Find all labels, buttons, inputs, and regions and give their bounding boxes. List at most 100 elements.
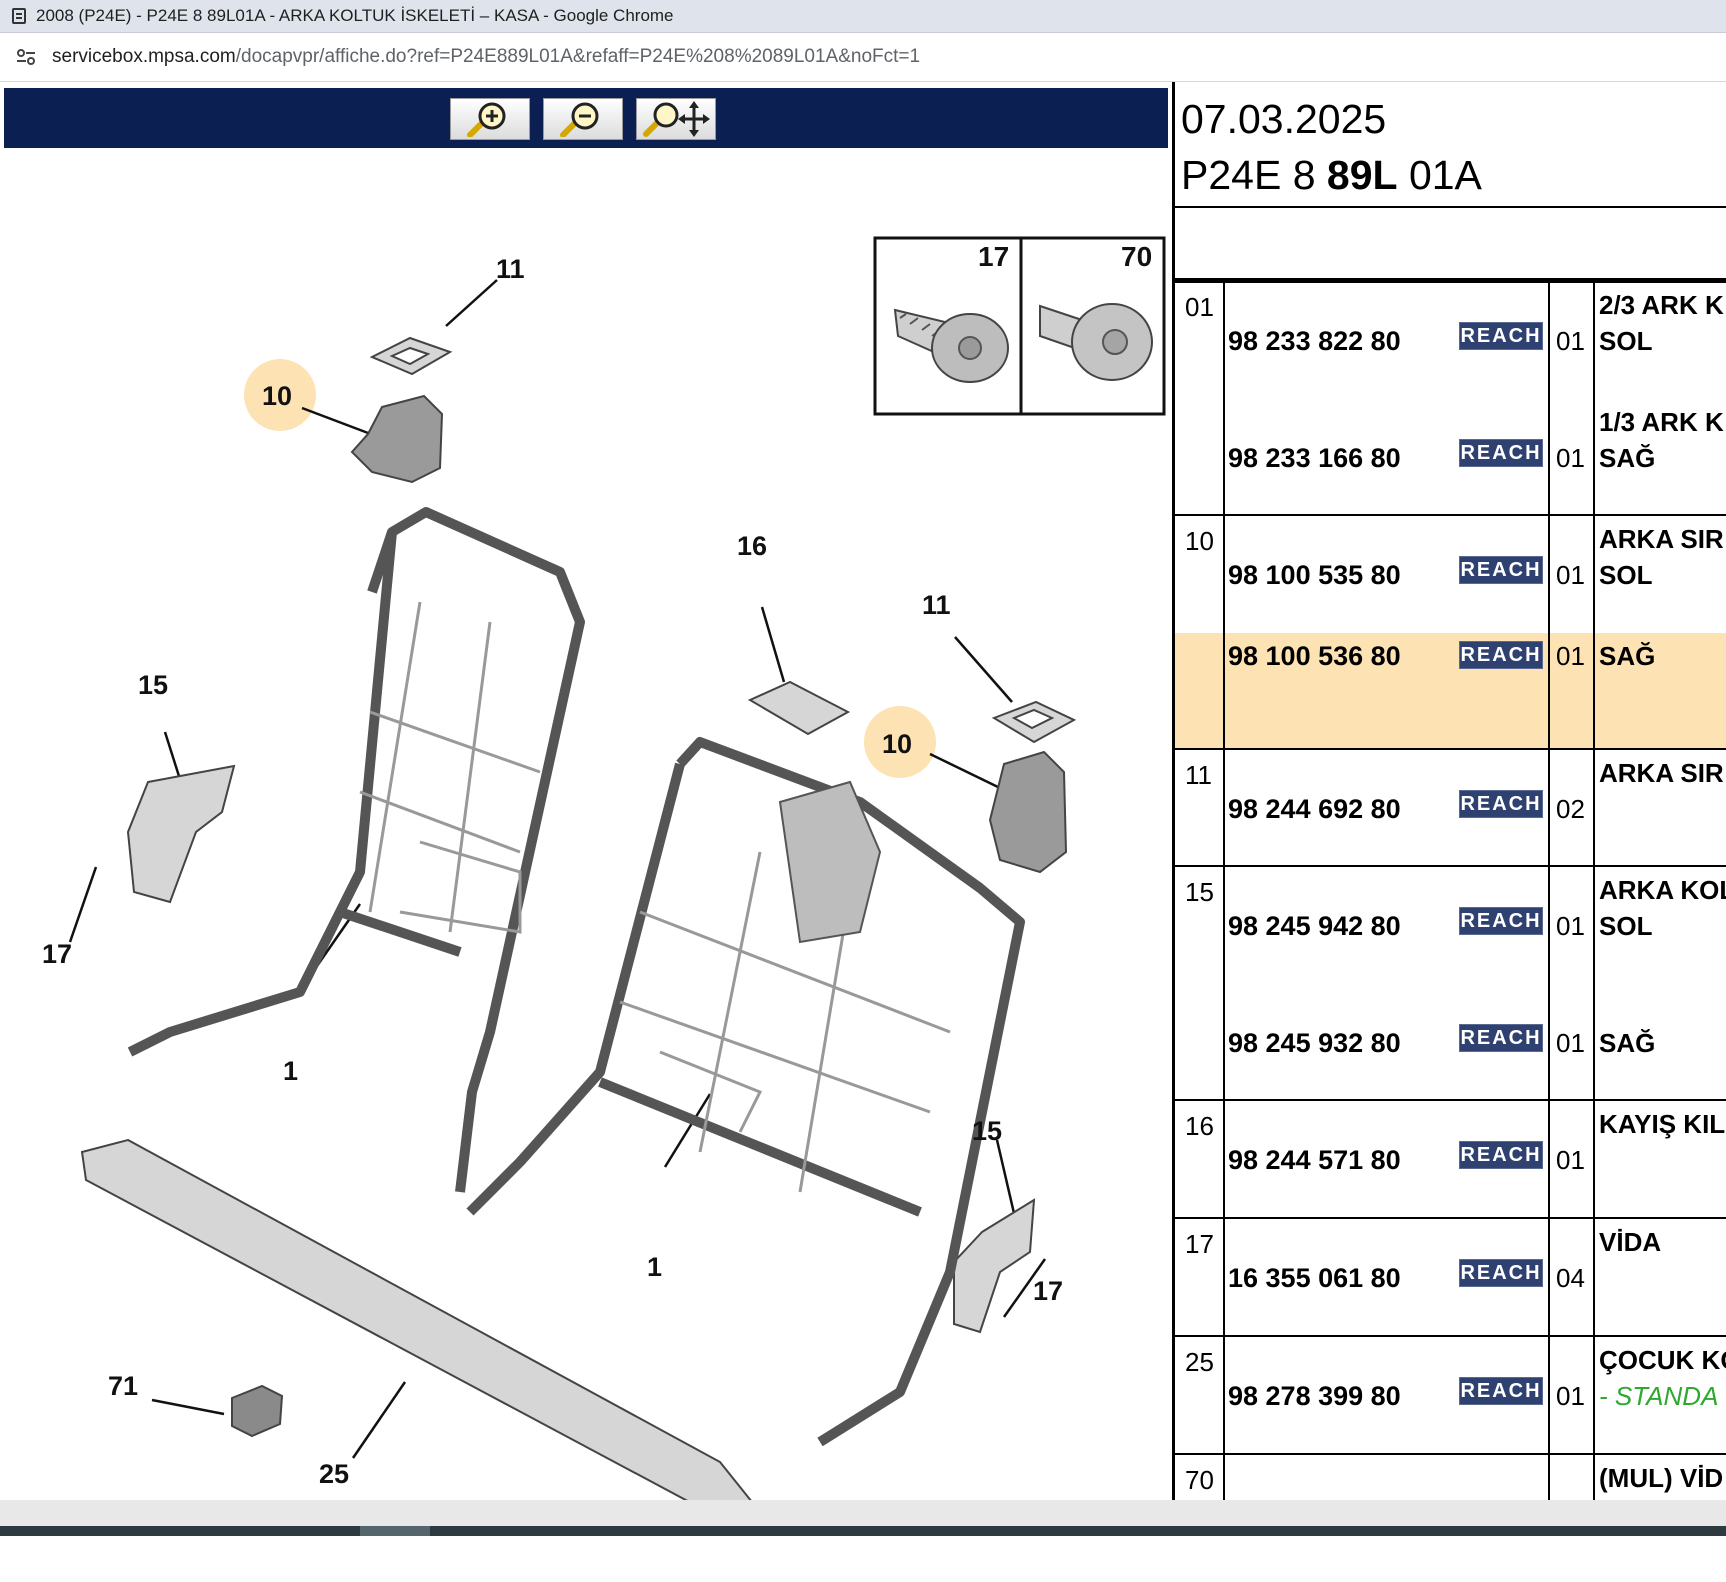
- zoom-in-button[interactable]: [450, 98, 530, 140]
- callout-10-left: 10: [262, 381, 292, 411]
- table-row[interactable]: ARKA SIR 98 100 535 80 REACH 01 SOL: [1175, 516, 1726, 633]
- part-number[interactable]: 98 278 399 80: [1228, 1381, 1401, 1411]
- part-quantity: 01: [1556, 641, 1585, 671]
- part-number[interactable]: 98 245 942 80: [1228, 911, 1401, 941]
- taskbar-item[interactable]: [360, 1526, 430, 1536]
- reach-badge[interactable]: REACH: [1459, 1377, 1543, 1405]
- url-path[interactable]: /docapvpr/affiche.do?ref=P24E889L01A&ref…: [235, 46, 921, 67]
- zoom-out-icon: [560, 102, 599, 137]
- reach-badge[interactable]: REACH: [1459, 1259, 1543, 1287]
- column-divider: [1223, 867, 1225, 1099]
- part-number[interactable]: 98 245 932 80: [1228, 1028, 1401, 1058]
- ref-prefix: P24E 8: [1181, 152, 1327, 198]
- reach-badge[interactable]: REACH: [1459, 1141, 1543, 1169]
- part-number[interactable]: 98 244 692 80: [1228, 794, 1401, 824]
- url-host[interactable]: servicebox.mpsa.com: [52, 46, 236, 67]
- reach-badge[interactable]: REACH: [1459, 1024, 1543, 1052]
- inset-fasteners: 17 70: [873, 236, 1166, 416]
- reach-badge[interactable]: REACH: [1459, 641, 1543, 669]
- column-divider: [1223, 750, 1225, 865]
- window-title: 2008 (P24E) - P24E 8 89L01A - ARKA KOLTU…: [36, 6, 674, 25]
- column-divider: [1593, 867, 1595, 1099]
- part-number[interactable]: 98 100 536 80: [1228, 641, 1401, 671]
- part-number[interactable]: 98 100 535 80: [1228, 560, 1401, 590]
- column-divider: [1223, 1455, 1225, 1500]
- zoom-toolbar: [4, 88, 1168, 148]
- callout-15-left: 15: [138, 670, 168, 700]
- document-icon: [12, 8, 26, 24]
- table-row[interactable]: ARKA KOL 98 245 942 80 REACH 01 SOL: [1175, 867, 1726, 984]
- group-number: 10: [1185, 526, 1214, 556]
- part-number[interactable]: 98 233 166 80: [1228, 443, 1401, 473]
- reach-badge[interactable]: REACH: [1459, 790, 1543, 818]
- column-divider: [1223, 282, 1225, 514]
- part-description: ARKA KOL: [1599, 875, 1726, 905]
- zoom-pan-button[interactable]: [636, 98, 716, 140]
- document-reference: P24E 8 89L 01A: [1181, 152, 1482, 199]
- column-divider: [1593, 516, 1595, 748]
- part-quantity: 01: [1556, 1145, 1585, 1175]
- part-description: ARKA SIR: [1599, 524, 1724, 554]
- part-number[interactable]: 98 233 822 80: [1228, 326, 1401, 356]
- callout-16: 16: [737, 531, 767, 561]
- reach-badge[interactable]: REACH: [1459, 556, 1543, 584]
- column-divider: [1548, 282, 1550, 514]
- part-quantity: 01: [1556, 911, 1585, 941]
- highlight-circle-10-left: [244, 359, 316, 431]
- column-divider: [1548, 516, 1550, 748]
- group-number: 70: [1185, 1465, 1214, 1495]
- address-bar[interactable]: servicebox.mpsa.com/docapvpr/affiche.do?…: [0, 33, 1726, 82]
- column-divider: [1223, 1101, 1225, 1217]
- group-number: 25: [1185, 1347, 1214, 1377]
- table-row[interactable]: 2/3 ARK K 98 233 822 80 REACH 01 SOL: [1175, 282, 1726, 399]
- table-row[interactable]: 98 100 536 80 REACH 01 SAĞ: [1175, 633, 1726, 748]
- seat-frame-right-bracket: [778, 780, 882, 944]
- part-quantity: 01: [1556, 1381, 1585, 1411]
- column-divider: [1593, 1337, 1595, 1453]
- column-divider: [1548, 867, 1550, 1099]
- callout-11-top: 11: [496, 254, 525, 284]
- taskbar: [0, 1526, 1726, 1536]
- part-number[interactable]: 98 244 571 80: [1228, 1145, 1401, 1175]
- table-top-border: [1175, 278, 1726, 283]
- column-divider: [1223, 516, 1225, 748]
- part-quantity: 04: [1556, 1263, 1585, 1293]
- part-variant: SOL: [1599, 560, 1653, 590]
- reach-badge[interactable]: REACH: [1459, 322, 1543, 350]
- part-variant: SOL: [1599, 326, 1653, 356]
- site-settings-icon[interactable]: [12, 43, 40, 71]
- group-number: 16: [1185, 1111, 1214, 1141]
- reach-badge[interactable]: REACH: [1459, 439, 1543, 467]
- column-divider: [1548, 1101, 1550, 1217]
- part-quantity: 01: [1556, 326, 1585, 356]
- zoom-out-button[interactable]: [543, 98, 623, 140]
- screw-70-drawing: [1039, 303, 1153, 381]
- part-number[interactable]: 16 355 061 80: [1228, 1263, 1401, 1293]
- callout-17-left: 17: [42, 939, 72, 969]
- ref-bold: 89L: [1326, 152, 1398, 198]
- ref-suffix: 01A: [1397, 152, 1482, 198]
- part-quantity: 01: [1556, 560, 1585, 590]
- callout-10-right: 10: [882, 729, 912, 759]
- zoom-pan-icon: [643, 101, 710, 137]
- part-variant: SAĞ: [1599, 641, 1656, 671]
- diagram-panel: 17 70: [0, 82, 1172, 1536]
- reach-badge[interactable]: REACH: [1459, 907, 1543, 935]
- table-row[interactable]: (MUL) VİD: [1175, 1455, 1726, 1500]
- part-variant: SOL: [1599, 911, 1653, 941]
- column-divider: [1548, 1337, 1550, 1453]
- part-description: 2/3 ARK K: [1599, 290, 1724, 320]
- zoom-in-icon: [467, 102, 506, 137]
- parts-group-10: ARKA SIR 98 100 535 80 REACH 01 SOL 98 100 53…: [1175, 516, 1726, 750]
